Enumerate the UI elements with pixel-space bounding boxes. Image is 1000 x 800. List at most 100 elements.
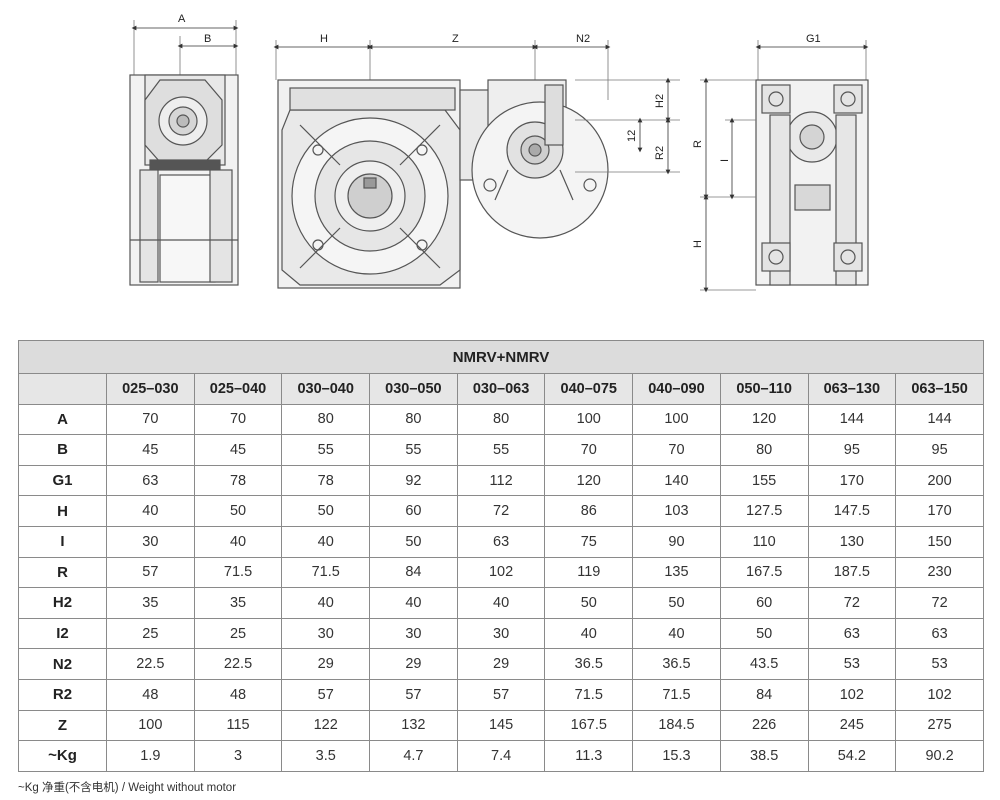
table-cell: 147.5 [807,495,897,527]
row-label: H2 [18,587,107,619]
table-cell: 71.5 [281,556,371,589]
table-cell: 200 [895,464,984,497]
dimensions-table: NMRV+NMRV 025–030 025–040 030–040 030–05… [18,340,984,772]
table-cell: 29 [281,648,371,680]
table-cell: 40 [456,587,546,619]
table-cell: 102 [456,556,546,589]
dim-label-h: H [320,33,328,45]
column-header: 025–040 [193,373,283,405]
table-cell: 130 [807,525,897,558]
table-cell: 71.5 [193,556,283,589]
table-cell: 122 [281,709,371,742]
table-cell: 80 [456,403,546,436]
column-header: 025–030 [106,373,195,405]
table-cell: 275 [895,709,984,742]
table-cell: 127.5 [719,495,809,527]
dim-label-b: B [204,33,211,45]
table-cell: 170 [807,464,897,497]
table-cell: 30 [106,525,195,558]
front-view [273,40,680,289]
table-cell: 72 [456,495,546,527]
table-cell: 71.5 [632,678,721,711]
table-cell: 167.5 [544,709,634,742]
table-cell: 119 [544,556,634,589]
table-cell: 48 [106,678,195,711]
table-cell: 53 [807,648,897,680]
row-label: ~Kg [18,740,107,772]
table-cell: 120 [719,403,809,436]
table-cell: 40 [544,617,634,650]
table-cell: 25 [193,617,283,650]
row-label: B [18,434,107,466]
row-label: G1 [18,464,107,497]
table-cell: 50 [281,495,371,527]
table-cell: 22.5 [193,648,283,680]
table-cell: 57 [281,678,371,711]
header-row: 025–030 025–040 030–040 030–050 030–063 … [18,373,984,405]
table-cell: 30 [456,617,546,650]
table-cell: 86 [544,495,634,527]
table-cell: 57 [369,678,458,711]
dim-label-r: R [692,140,704,148]
dim-label-h-side: H [692,240,704,248]
column-header: 030–063 [456,373,546,405]
table-cell: 140 [632,464,721,497]
column-header: 063–150 [895,373,984,405]
table-cell: 55 [456,434,546,466]
table-cell: 226 [719,709,809,742]
table-cell: 71.5 [544,678,634,711]
table-cell: 63 [807,617,897,650]
table-cell: 25 [106,617,195,650]
table-cell: 38.5 [719,740,809,772]
dim-label-a: A [178,13,186,25]
table-cell: 84 [719,678,809,711]
table-cell: 115 [193,709,283,742]
table-cell: 57 [456,678,546,711]
table-cell: 50 [369,525,458,558]
table-cell: 55 [369,434,458,466]
table-cell: 22.5 [106,648,195,680]
column-header: 050–110 [719,373,809,405]
table-cell: 150 [895,525,984,558]
table-cell: 3 [193,740,283,772]
table-cell: 110 [719,525,809,558]
table-cell: 1.9 [106,740,195,772]
table-cell: 112 [456,464,546,497]
table-cell: 95 [895,434,984,466]
table-cell: 50 [544,587,634,619]
table-cell: 80 [281,403,371,436]
table-cell: 70 [193,403,283,436]
table-cell: 60 [719,587,809,619]
table-cell: 40 [281,587,371,619]
column-header: 063–130 [807,373,897,405]
table-cell: 70 [544,434,634,466]
table-cell: 145 [456,709,546,742]
table-cell: 63 [106,464,195,497]
row-label: N2 [18,648,107,680]
table-cell: 144 [807,403,897,436]
table-cell: 50 [719,617,809,650]
table-cell: 102 [895,678,984,711]
dim-label-12: 12 [626,130,638,142]
table-cell: 43.5 [719,648,809,680]
column-header: 040–090 [632,373,721,405]
table-cell: 35 [193,587,283,619]
table-cell: 11.3 [544,740,634,772]
dim-label-h2: H2 [654,94,666,108]
table-cell: 90 [632,525,721,558]
corner-cell [18,373,107,405]
table-cell: 15.3 [632,740,721,772]
table-cell: 70 [106,403,195,436]
table-cell: 75 [544,525,634,558]
table-cell: 72 [807,587,897,619]
table-cell: 35 [106,587,195,619]
